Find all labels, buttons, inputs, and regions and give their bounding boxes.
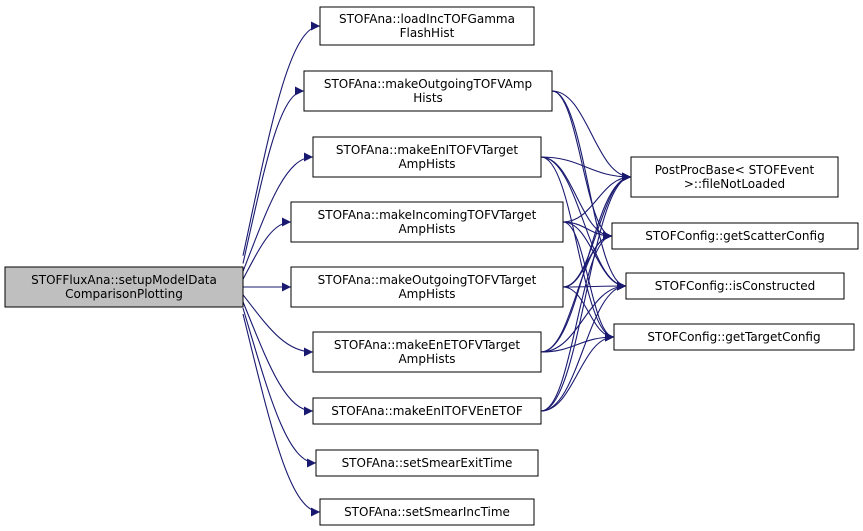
node-box bbox=[4, 266, 244, 308]
node-label: FlashHist bbox=[400, 26, 455, 40]
node-box bbox=[611, 222, 859, 250]
edge-root-to-makeOutAmp bbox=[242, 86, 305, 264]
node-box bbox=[613, 323, 855, 351]
edge-root-to-setInc bbox=[242, 313, 321, 517]
node-box bbox=[290, 266, 564, 308]
node-getScatter[interactable]: STOFConfig::getScatterConfig bbox=[611, 222, 859, 250]
node-label: PostProcBase< STOFEvent bbox=[655, 163, 815, 177]
edge-root-to-makeIncTarget bbox=[242, 217, 292, 280]
node-makeEnIEnE[interactable]: STOFAna::makeEnITOFVEnETOF bbox=[312, 397, 542, 425]
edge-root-to-makeEnETarget bbox=[242, 294, 314, 357]
node-setInc[interactable]: STOFAna::setSmearIncTime bbox=[319, 498, 535, 526]
node-label: Hists bbox=[413, 91, 443, 105]
node-box bbox=[625, 272, 845, 300]
node-label: STOFConfig::getScatterConfig bbox=[645, 229, 824, 243]
edge-makeEnIEnE-to-isConstructed bbox=[540, 281, 627, 412]
node-box bbox=[290, 201, 564, 243]
nodes-layer: STOFFluxAna::setupModelDataComparisonPlo… bbox=[4, 6, 859, 526]
node-label: STOFConfig::isConstructed bbox=[655, 279, 816, 293]
node-label: STOFFluxAna::setupModelData bbox=[31, 273, 217, 287]
edge-root-to-setExit bbox=[242, 307, 317, 468]
edges-layer bbox=[242, 21, 632, 517]
edge-makeOutTarget-to-isConstructed bbox=[562, 281, 627, 291]
node-label: STOFAna::makeEnITOFVEnETOF bbox=[331, 404, 523, 418]
edge-makeEnITarget-to-fileNotLoaded bbox=[540, 156, 632, 182]
edge-makeEnETarget-to-getTarget bbox=[540, 332, 615, 353]
node-label: STOFAna::makeIncomingTOFVTarget bbox=[318, 208, 537, 222]
node-isConstructed[interactable]: STOFConfig::isConstructed bbox=[625, 272, 845, 300]
node-box bbox=[312, 331, 542, 373]
node-box bbox=[315, 449, 539, 477]
node-box bbox=[303, 70, 553, 112]
node-label: AmpHists bbox=[398, 287, 455, 301]
node-fileNotLoaded[interactable]: PostProcBase< STOFEvent >::fileNotLoaded bbox=[630, 156, 839, 198]
node-label: AmpHists bbox=[398, 352, 455, 366]
node-box bbox=[630, 156, 839, 198]
node-label: STOFAna::loadIncTOFGamma bbox=[339, 12, 515, 26]
node-label: STOFAna::makeEnETOFVTarget bbox=[334, 338, 520, 352]
node-box bbox=[319, 498, 535, 526]
edge-makeEnITarget-to-getTarget bbox=[540, 156, 615, 342]
edge-makeOutAmp-to-isConstructed bbox=[551, 90, 627, 291]
edge-makeEnIEnE-to-fileNotLoaded bbox=[540, 172, 632, 412]
node-box bbox=[312, 397, 542, 425]
edge-makeIncTarget-to-fileNotLoaded bbox=[562, 172, 632, 223]
node-setExit[interactable]: STOFAna::setSmearExitTime bbox=[315, 449, 539, 477]
edge-makeIncTarget-to-getTarget bbox=[562, 221, 615, 342]
edge-root-to-makeEnITarget bbox=[242, 152, 314, 272]
node-label: STOFAna::makeOutgoingTOFVTarget bbox=[318, 273, 537, 287]
edge-makeEnIEnE-to-getTarget bbox=[540, 332, 615, 412]
node-label: STOFAna::makeOutgoingTOFVAmp bbox=[324, 77, 532, 91]
node-label: ComparisonPlotting bbox=[65, 287, 183, 301]
edge-root-to-loadInc bbox=[242, 21, 321, 256]
node-label: >::fileNotLoaded bbox=[684, 177, 785, 191]
edge-makeOutAmp-to-getScatter bbox=[551, 90, 613, 241]
node-getTarget[interactable]: STOFConfig::getTargetConfig bbox=[613, 323, 855, 351]
edge-makeEnETarget-to-isConstructed bbox=[540, 281, 627, 353]
edge-root-to-makeEnIEnE bbox=[242, 301, 314, 416]
edge-makeEnIEnE-to-getScatter bbox=[540, 231, 613, 412]
node-label: STOFConfig::getTargetConfig bbox=[647, 330, 820, 344]
node-label: STOFAna::setSmearIncTime bbox=[344, 505, 510, 519]
edge-makeOutAmp-to-fileNotLoaded bbox=[551, 90, 632, 182]
edge-makeEnETarget-to-getScatter bbox=[540, 231, 613, 353]
node-box bbox=[312, 136, 542, 178]
node-label: STOFAna::makeEnITOFVTarget bbox=[336, 143, 518, 157]
node-box bbox=[319, 6, 535, 46]
node-label: STOFAna::setSmearExitTime bbox=[342, 456, 513, 470]
node-label: AmpHists bbox=[398, 157, 455, 171]
node-label: AmpHists bbox=[398, 222, 455, 236]
node-root[interactable]: STOFFluxAna::setupModelDataComparisonPlo… bbox=[4, 266, 244, 308]
